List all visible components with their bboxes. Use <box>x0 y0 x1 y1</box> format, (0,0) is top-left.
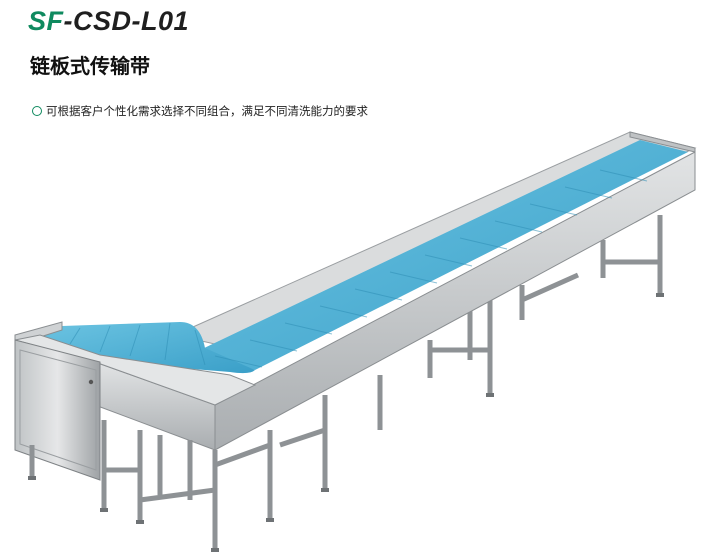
control-box <box>14 339 101 481</box>
model-suffix: -CSD-L01 <box>63 6 190 36</box>
feature-text: 可根据客户个性化需求选择不同组合，满足不同清洗能力的要求 <box>46 104 368 118</box>
control-box-door <box>19 349 97 471</box>
legs-back <box>427 215 663 395</box>
lock-icon <box>88 379 94 385</box>
conveyor-illustration <box>14 131 697 552</box>
product-name: 链板式传输带 <box>30 54 150 78</box>
model-prefix: SF <box>28 6 64 36</box>
legs-front <box>29 375 383 550</box>
model-title: SF-CSD-L01 <box>28 6 189 37</box>
belt-curve <box>40 322 255 374</box>
leg-feet <box>28 293 664 552</box>
frame-top-edge <box>14 334 257 406</box>
feature-line: 可根据客户个性化需求选择不同组合，满足不同清洗能力的要求 <box>32 103 368 119</box>
circle-outline-icon <box>32 106 42 116</box>
belt-slats <box>69 169 648 368</box>
belt-straight <box>200 140 688 370</box>
end-guard <box>629 131 696 153</box>
